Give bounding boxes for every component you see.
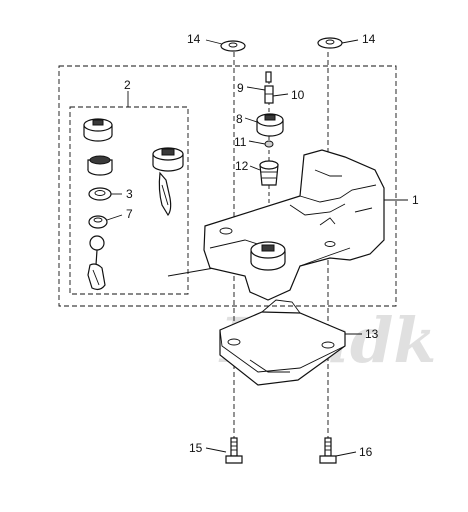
callout-14b: 14 <box>362 32 376 46</box>
leader-12 <box>249 165 261 171</box>
callout-7: 7 <box>126 207 133 221</box>
callout-1: 1 <box>412 193 419 207</box>
part-12-filter <box>259 160 279 186</box>
callout-13: 13 <box>365 327 379 341</box>
kit-cap-inner <box>87 155 113 176</box>
callout-2: 2 <box>124 78 131 92</box>
part-9-pin <box>265 71 272 83</box>
part-10-sleeve <box>264 85 274 104</box>
fuel-tank <box>203 149 385 301</box>
part-11-ring <box>264 140 274 148</box>
part-3-gasket <box>88 187 112 201</box>
leader-11 <box>248 140 266 145</box>
leader-9 <box>246 86 266 91</box>
leader-7 <box>106 214 123 221</box>
callout-3: 3 <box>126 187 133 201</box>
leader-8 <box>244 117 258 123</box>
callout-9: 9 <box>237 81 244 95</box>
leader-14a <box>205 39 223 45</box>
part-15-bolt <box>225 437 243 464</box>
leader-15 <box>205 447 227 453</box>
assembly-outline <box>58 65 397 307</box>
callout-14a: 14 <box>187 32 201 46</box>
callout-11: 11 <box>234 135 247 149</box>
callout-8: 8 <box>236 112 243 126</box>
washer-left <box>220 40 246 52</box>
callout-12: 12 <box>235 159 249 173</box>
kit-outline <box>69 106 189 295</box>
callout-10: 10 <box>291 88 305 102</box>
part-16-bolt <box>319 437 337 464</box>
washer-right <box>317 37 343 49</box>
callout-16: 16 <box>359 445 373 459</box>
kit-cap-top <box>83 118 113 142</box>
leader-14b <box>341 39 359 44</box>
kit-strap-assembly <box>87 235 106 291</box>
leader-10 <box>272 93 289 97</box>
kit-cap-with-strap <box>152 147 184 217</box>
callout-15: 15 <box>189 441 203 455</box>
part-13-bracket <box>219 299 346 386</box>
leader-16 <box>335 451 357 457</box>
part-7-retainer <box>88 215 108 229</box>
part-8-cap <box>256 113 284 137</box>
